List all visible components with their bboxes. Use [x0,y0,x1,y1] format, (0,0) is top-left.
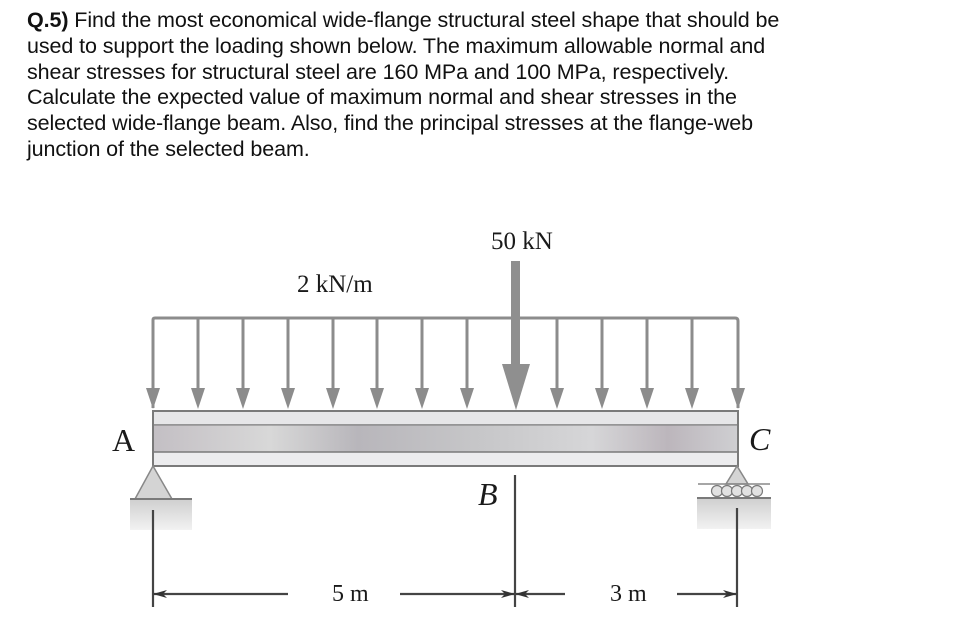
wide-flange-beam [152,410,739,467]
question-line-1: Q.5) Find the most economical wide-flang… [27,8,780,32]
dim-bc-label: 3 m [610,581,647,607]
question-line-6: junction of the selected beam. [27,136,310,161]
dimensions [151,475,739,607]
point-load: 50 kN [491,228,553,410]
question-line-3: shear stresses for structural steel are … [27,59,730,84]
pin-support-a: A [112,422,192,530]
question-text: Q.5) Find the most economical wide-flang… [27,8,962,163]
question-number: Q.5) [27,8,69,32]
support-label-a: A [112,422,135,458]
distributed-load: 2 kN/m [146,271,745,409]
question-line-4: Calculate the expected value of maximum … [27,85,737,110]
roller-triangle [724,464,750,485]
distributed-load-label: 2 kN/m [297,271,373,298]
question-line-5: selected wide-flange beam. Also, find th… [27,111,754,136]
rollers [710,484,764,498]
distributed-load-arrowheads [146,388,745,409]
point-load-shaft [511,261,520,367]
point-load-label: 50 kN [491,228,553,255]
pin-triangle [133,464,174,500]
support-label-c: C [749,421,771,457]
distributed-load-arrows [196,318,694,392]
question-line-2: used to support the loading shown below.… [27,33,766,58]
roller-support-c: C [697,421,771,529]
ground-block-right [697,498,771,529]
point-load-arrowhead [502,364,530,410]
point-b-label: B [478,476,498,512]
dim-ab-label: 5 m [332,581,369,607]
ground-block-left [130,499,192,530]
